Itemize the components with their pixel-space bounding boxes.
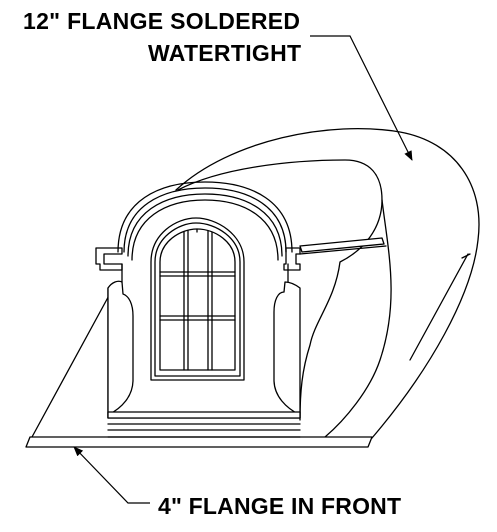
callout-bottom: 4" FLANGE IN FRONT bbox=[158, 493, 402, 519]
left-flange-line bbox=[32, 290, 112, 437]
leader-bottom bbox=[73, 446, 150, 503]
rear-flange-outline bbox=[176, 129, 479, 438]
callout-top-line-2: WATERTIGHT bbox=[148, 40, 302, 66]
leader-top bbox=[310, 36, 412, 161]
side-cornice bbox=[300, 238, 384, 252]
barrel-roof bbox=[178, 160, 382, 420]
dormer-body bbox=[108, 282, 300, 418]
front-flange bbox=[26, 437, 372, 447]
arched-pediment bbox=[118, 182, 292, 252]
right-flange-line bbox=[325, 200, 391, 437]
sill bbox=[108, 412, 300, 418]
callout-top-line-1: 12" FLANGE SOLDERED bbox=[23, 8, 301, 34]
window-frame bbox=[151, 218, 244, 380]
roof-side-edge bbox=[410, 254, 468, 360]
